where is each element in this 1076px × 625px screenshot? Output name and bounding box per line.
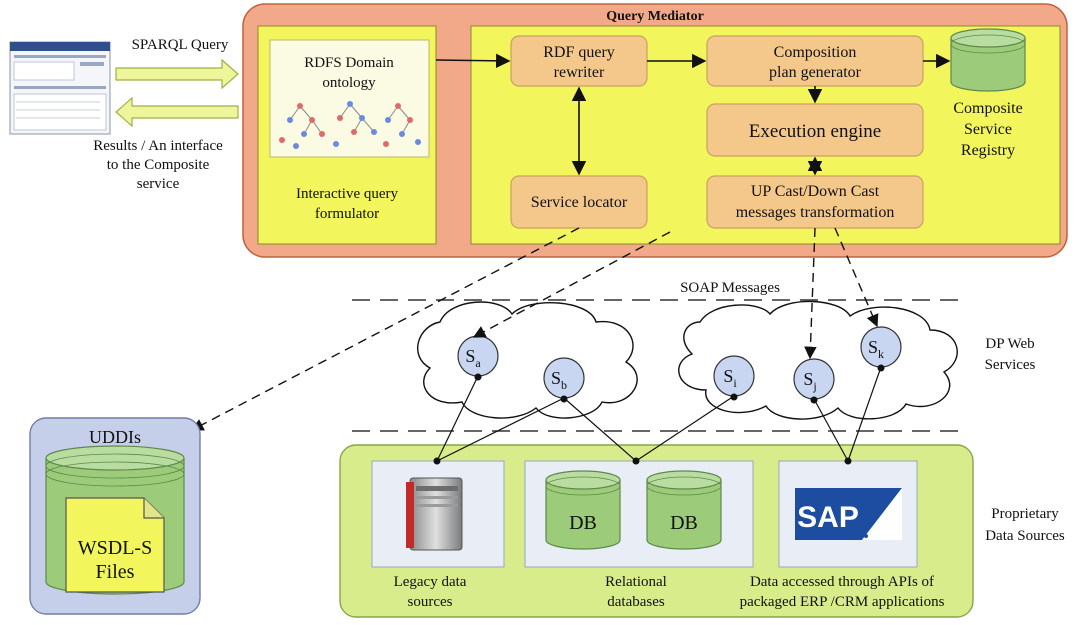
svg-text:Sb: Sb <box>551 368 567 392</box>
legacy-label-line2: sources <box>408 594 453 610</box>
sb-base: S <box>551 368 561 388</box>
results-label-line1: Results / An interface <box>93 138 223 154</box>
results-label-line2: to the Composite <box>107 157 210 173</box>
cast-label-line2: messages transformation <box>736 204 895 221</box>
ontology-label-line2: ontology <box>322 75 376 91</box>
sa-sub: a <box>475 356 481 370</box>
relational-label-line2: databases <box>607 594 665 610</box>
service-node-sk: Sk <box>860 326 902 368</box>
sj-sub: j <box>812 379 816 393</box>
locator-to-uddi-dashed-arrow <box>190 227 580 431</box>
uddi-title: UDDIs <box>89 427 141 447</box>
service-node-sj: Sj <box>793 358 835 400</box>
registry-label-line1: Composite <box>953 100 1022 117</box>
sparql-request-arrow <box>115 58 239 90</box>
relational-label-line1: Relational <box>605 574 667 590</box>
sk-sub: k <box>878 347 884 361</box>
soap-messages-label: SOAP Messages <box>680 280 780 296</box>
ontology-graph-icon <box>279 101 421 149</box>
cast-label-line1: UP Cast/Down Cast <box>751 183 880 200</box>
service-node-si: Si <box>713 355 755 397</box>
svg-text:Sj: Sj <box>803 369 816 393</box>
legacy-server-icon <box>406 477 463 551</box>
dp-web-services-label-line1: DP Web <box>985 336 1034 352</box>
svg-text:Si: Si <box>723 366 737 390</box>
execution-engine-box <box>706 103 924 157</box>
erp-label-line1: Data accessed through APIs of <box>750 574 934 590</box>
web-services-cloud-left <box>417 301 638 419</box>
sb-sub: b <box>561 378 567 392</box>
erp-label-line2: packaged ERP /CRM applications <box>740 594 945 610</box>
sap-logo: SAP <box>795 488 902 540</box>
rewriter-label-line1: RDF query <box>543 44 615 61</box>
rewriter-label-line2: rewriter <box>554 64 605 81</box>
service-node-sb: Sb <box>543 357 585 399</box>
dp-web-services-label-line2: Services <box>985 357 1036 373</box>
service-locator-label: Service locator <box>531 194 628 211</box>
registry-label-line2: Service <box>964 121 1012 138</box>
ontology-box <box>269 39 430 158</box>
results-response-arrow <box>115 96 239 128</box>
plan-label-line1: Composition <box>774 44 857 61</box>
locator-to-sa-dashed-arrow <box>472 231 671 338</box>
legacy-label-line1: Legacy data <box>394 574 467 590</box>
db-cylinder-2 <box>646 470 722 550</box>
client-browser-icon <box>9 41 111 135</box>
wsdl-label-line1: WSDL-S <box>78 537 152 559</box>
execution-engine-label: Execution engine <box>749 121 881 142</box>
db-cylinder-1 <box>545 470 621 550</box>
svg-text:Sk: Sk <box>868 337 884 361</box>
service-node-sa: Sa <box>457 335 499 377</box>
db-label-2: DB <box>670 512 698 534</box>
ontology-label-line1: RDFS Domain <box>304 55 394 71</box>
sources-label-line2: Data Sources <box>985 528 1065 544</box>
composite-service-registry-cylinder <box>950 28 1026 92</box>
results-label-line3: service <box>137 176 180 192</box>
query-mediator-title: Query Mediator <box>606 9 704 24</box>
sources-label-line1: Proprietary <box>991 506 1059 522</box>
wsdl-label-line2: Files <box>96 561 135 583</box>
sa-base: S <box>465 346 475 366</box>
ontology-to-rewriter-arrow <box>435 53 511 69</box>
formulator-caption-line1: Interactive query <box>296 186 399 202</box>
wsdl-document-icon <box>65 497 165 593</box>
service-source-links <box>433 364 885 465</box>
sj-base: S <box>803 369 813 389</box>
si-sub: i <box>733 376 737 390</box>
db-label-1: DB <box>569 512 597 534</box>
cast-to-sj-dashed-arrow <box>804 227 817 360</box>
svg-text:Sa: Sa <box>465 346 481 370</box>
plan-label-line2: plan generator <box>769 64 862 81</box>
si-base: S <box>723 366 733 386</box>
sk-base: S <box>868 337 878 357</box>
sparql-query-label: SPARQL Query <box>132 37 229 53</box>
formulator-caption-line2: formulator <box>315 206 379 222</box>
registry-label-line3: Registry <box>961 142 1015 159</box>
sap-logo-text: SAP <box>797 501 859 534</box>
cast-to-sk-dashed-arrow <box>834 227 879 328</box>
